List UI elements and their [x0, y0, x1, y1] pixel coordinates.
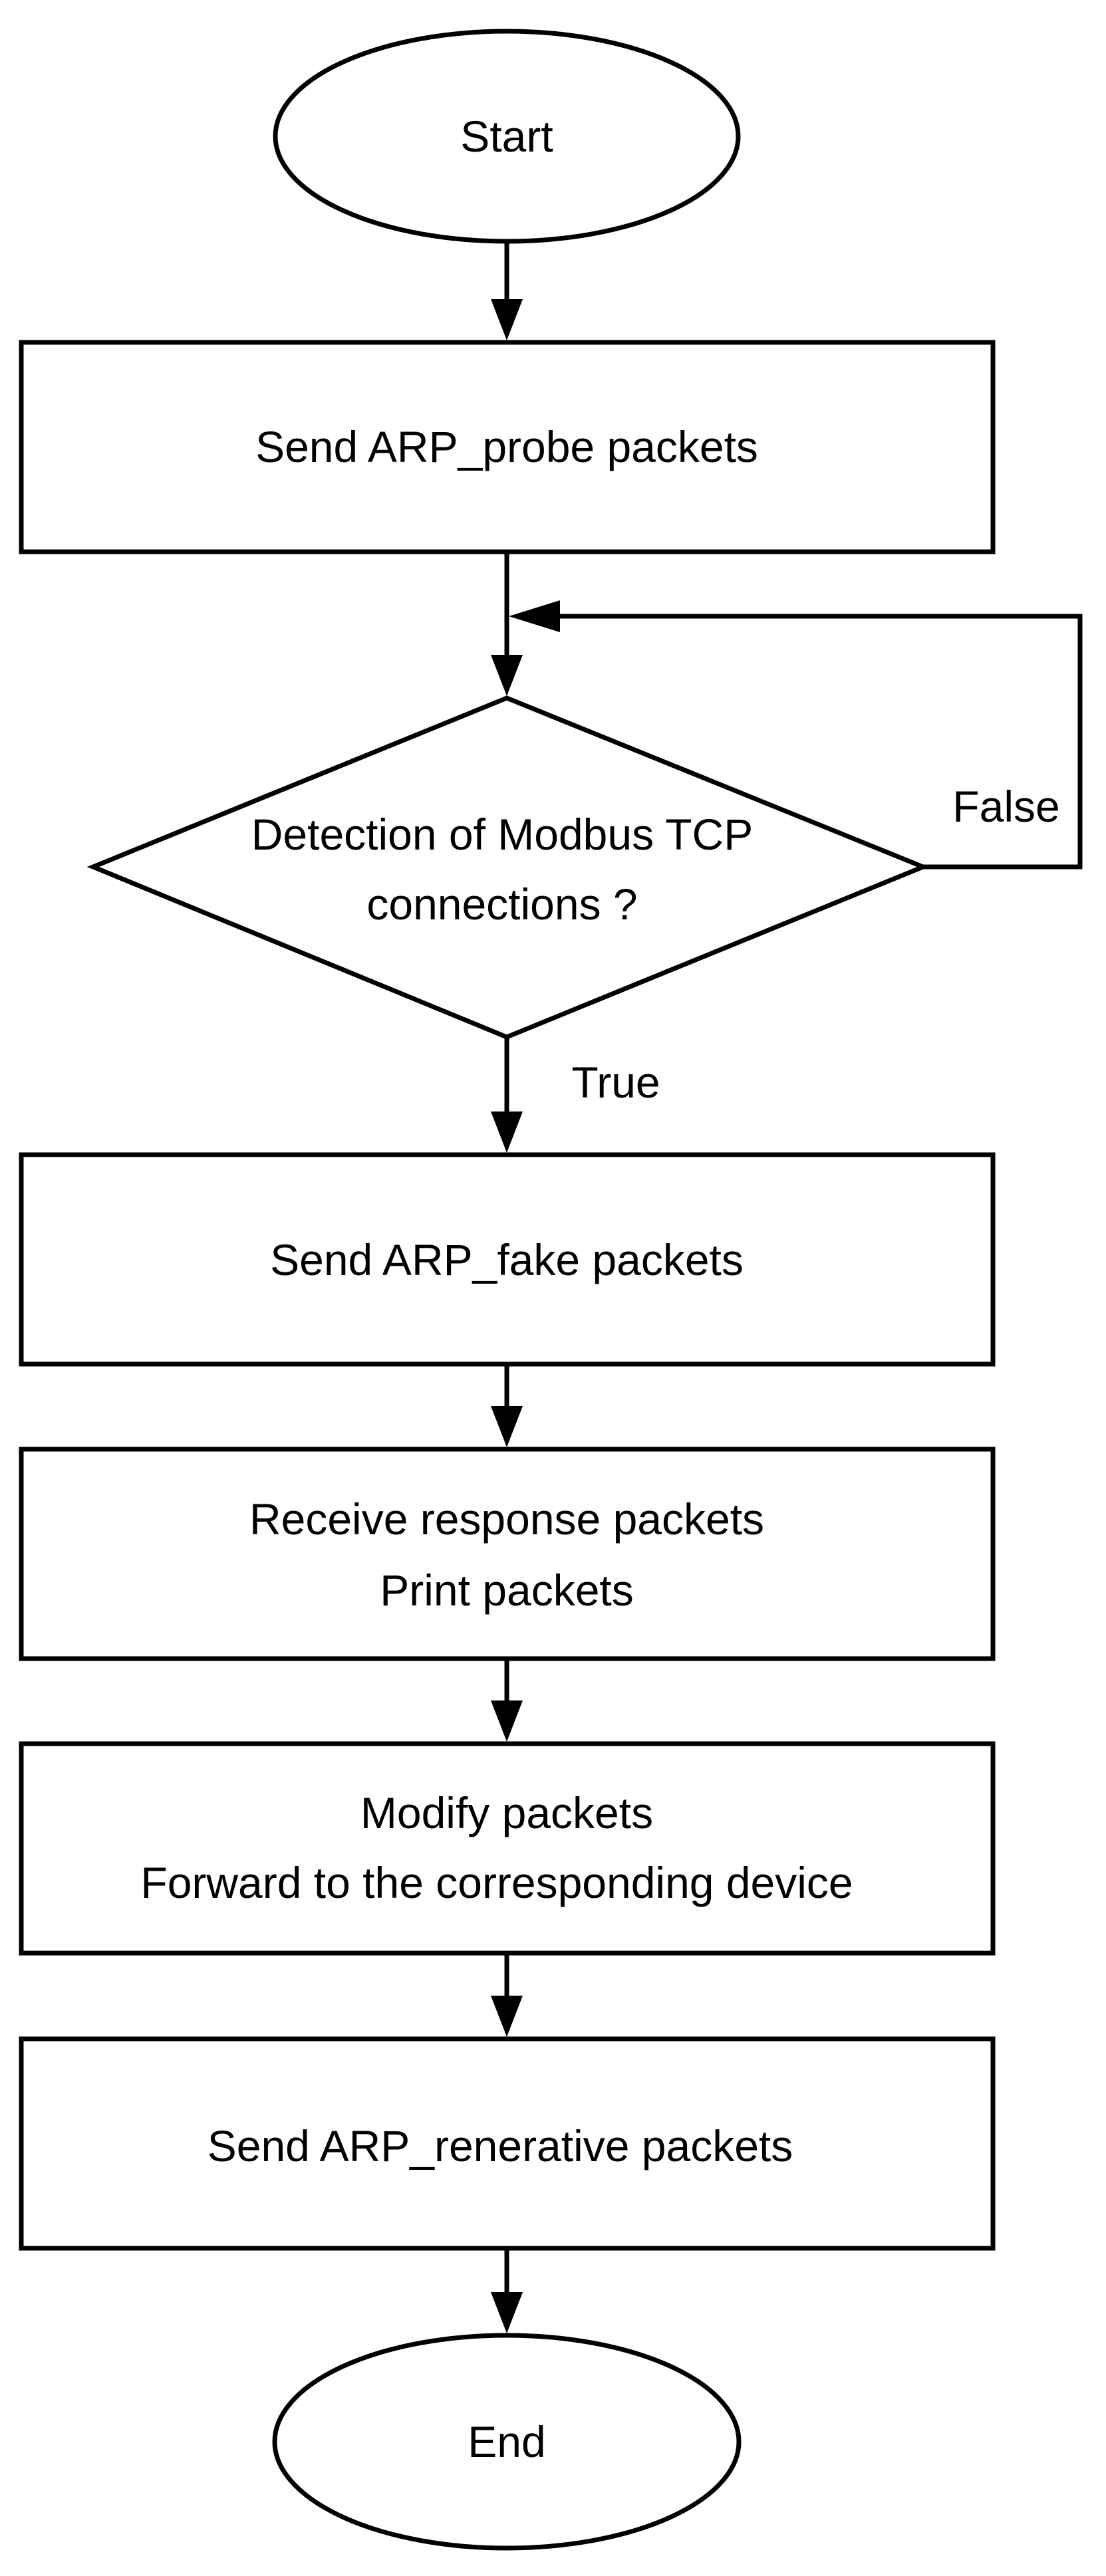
process-modify-label-line1: Modify packets: [360, 1788, 653, 1837]
process-modify-forward: [19, 1741, 996, 1956]
arrowhead-receive-to-modify: [491, 1700, 523, 1742]
arrowhead-modify-to-renerative: [491, 1996, 523, 2037]
process-send-fake-label: Send ARP_fake packets: [270, 1235, 744, 1284]
arrowhead-false-loop: [509, 600, 560, 632]
decision-label-line2: connections ?: [366, 879, 637, 929]
process-send-probe-label: Send ARP_probe packets: [255, 422, 758, 471]
start-label: Start: [460, 112, 553, 161]
process-receive-label-line2: Print packets: [380, 1566, 634, 1615]
arrowhead-probe-to-decision: [491, 655, 523, 696]
process-send-renerative-label: Send ARP_renerative packets: [207, 2121, 793, 2170]
arrowhead-decision-to-fake: [491, 1112, 523, 1153]
true-label: True: [571, 1058, 660, 1107]
process-send-probe: [19, 340, 996, 554]
process-receive-label-line1: Receive response packets: [249, 1494, 764, 1544]
decision-modbus-detection: [86, 695, 930, 1040]
process-receive-print: [19, 1447, 996, 1661]
connector-false-loop: [555, 614, 1083, 870]
arrowhead-renerative-to-end: [491, 2292, 523, 2333]
arrowhead-start-to-probe: [491, 299, 523, 340]
process-modify-label-line2: Forward to the corresponding device: [140, 1858, 853, 1907]
end-label: End: [468, 2417, 545, 2466]
end-terminator: [272, 2333, 742, 2551]
arrowhead-fake-to-receive: [491, 1406, 523, 1447]
false-label: False: [952, 782, 1059, 831]
process-send-fake: [19, 1152, 996, 1367]
decision-label-line1: Detection of Modbus TCP: [251, 810, 754, 859]
